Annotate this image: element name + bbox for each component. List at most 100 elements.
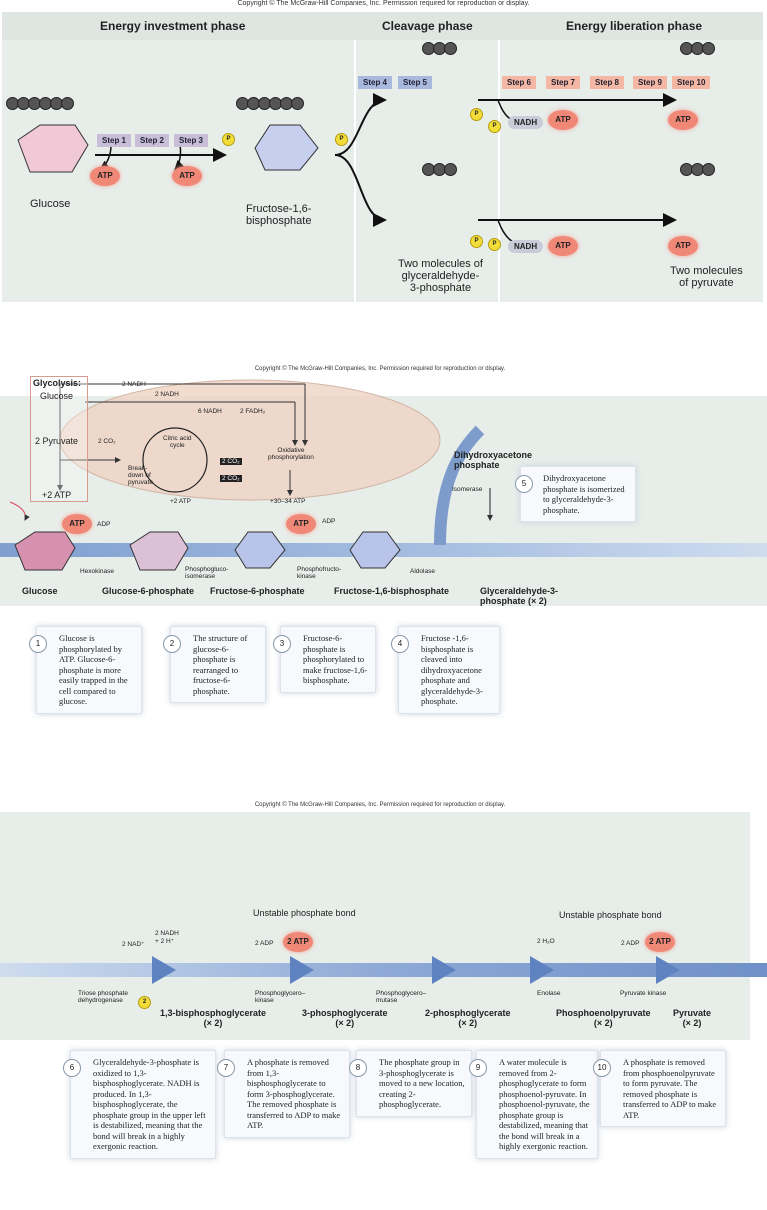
- label-adp: ADP: [97, 521, 111, 528]
- phosphate-icon: 2: [138, 996, 151, 1009]
- inset-co2-a: 2 CO₂: [98, 438, 116, 445]
- panel2-molecules: [14, 531, 401, 571]
- inset-oxphos: Oxidative phosphorylation: [268, 447, 314, 461]
- inset-atp-2: +2 ATP: [170, 498, 192, 505]
- panel3-arrows: [152, 956, 680, 984]
- step-number: 3: [273, 635, 291, 653]
- enzyme-pgk: Phosphoglycero– kinase: [255, 990, 306, 1004]
- step-text: Dihydroxyacetone phosphate is isomerized…: [543, 473, 625, 515]
- step-card-7: 7 A phosphate is removed from 1,3-bispho…: [217, 1050, 350, 1138]
- carbon-chain-pyr-bottom: [680, 163, 715, 181]
- step-text: Glyceraldehyde-3-phosphate is oxidized t…: [93, 1057, 206, 1151]
- enzyme-pk: Pyruvate kinase: [620, 990, 667, 997]
- enzyme-pgm: Phosphoglycero– mutase: [376, 990, 427, 1004]
- step-number: 4: [391, 635, 409, 653]
- label-2pg: 2-phosphoglycerate (× 2): [425, 1008, 511, 1028]
- step-number: 6: [63, 1059, 81, 1077]
- atp-badge: 2 ATP: [283, 932, 313, 952]
- label-unstable-bond: Unstable phosphate bond: [253, 908, 356, 918]
- inset-atp: +2 ATP: [42, 490, 72, 500]
- step-card-6: 6 Glyceraldehyde-3-phosphate is oxidized…: [63, 1050, 216, 1159]
- phase-header-bar: [2, 12, 763, 40]
- label-bpg: 1,3-bisphosphoglycerate (× 2): [160, 1008, 267, 1028]
- panel2-arrows: [9, 379, 493, 546]
- step-text: The structure of glucose-6-phosphate is …: [193, 633, 248, 696]
- step-text: The phosphate group in 3-phosphoglycerat…: [379, 1057, 465, 1109]
- glycolysis-inset: [30, 376, 88, 502]
- atp-badge: ATP: [668, 236, 698, 256]
- enzyme-isomerase: Phosphogluco- isomerase: [185, 566, 229, 580]
- panel-steps-6-10: [0, 812, 750, 1040]
- divider-2: [498, 40, 500, 302]
- carbon-chain-g3p-top: [422, 42, 457, 60]
- phosphate-icon: P: [470, 235, 483, 248]
- phase-investment: Energy investment phase: [100, 19, 246, 33]
- step-number: 7: [217, 1059, 235, 1077]
- inset-breakdown: Break- down of pyruvate: [128, 465, 153, 486]
- enzyme-pfk: Phosphofructo- kinase: [297, 566, 342, 580]
- step-text: A water molecule is removed from 2-phosp…: [499, 1057, 590, 1151]
- phosphate-count: 2: [142, 999, 147, 1005]
- phosphate-icon: P: [222, 133, 235, 146]
- label-g3p: Two molecules of glyceraldehyde- 3-phosp…: [398, 258, 483, 294]
- step-card-9: 9 A water molecule is removed from 2-pho…: [469, 1050, 598, 1159]
- atp-badge: ATP: [286, 514, 316, 534]
- step-card-2: 2 The structure of glucose-6-phosphate i…: [163, 626, 266, 703]
- inset-nadh-6: 6 NADH: [198, 408, 222, 415]
- label-nad: 2 NAD⁺: [122, 941, 145, 948]
- step-text: Glucose is phosphorylated by ATP. Glucos…: [59, 633, 128, 706]
- nadh-badge: NADH: [508, 240, 544, 253]
- enzyme-enolase: Enolase: [537, 990, 561, 997]
- inset-nadh-2: 2 NADH: [155, 391, 179, 398]
- nadh-badge: NADH: [508, 116, 544, 129]
- enzyme-triose: Triose phosphate dehydrogenase: [78, 990, 128, 1004]
- atp-badge: ATP: [62, 514, 92, 534]
- step-card-8: 8 The phosphate group in 3-phosphoglycer…: [349, 1050, 472, 1117]
- step-5: Step 5: [398, 76, 433, 89]
- phosphate-icon: P: [335, 133, 348, 146]
- label-nadh: 2 NADH + 2 H⁺: [155, 930, 179, 945]
- step-card-5: 5 Dihydroxyacetone phosphate is isomeriz…: [515, 466, 636, 522]
- label-glucose: Glucose: [22, 586, 58, 596]
- step-number: 5: [515, 475, 533, 493]
- phase-cleavage: Cleavage phase: [382, 19, 473, 33]
- atp-badge: ATP: [548, 236, 578, 256]
- label-pep: Phosphoenolpyruvate (× 2): [556, 1008, 651, 1028]
- inset-citric-acid-cycle: Citric acid cycle: [163, 435, 192, 449]
- step-4: Step 4: [358, 76, 393, 89]
- enzyme-hexokinase: Hexokinase: [80, 568, 114, 575]
- label-fructose-bisphosphate: Fructose-1,6- bisphosphate: [246, 203, 312, 227]
- panel-overview: [2, 12, 763, 302]
- step-number: 1: [29, 635, 47, 653]
- step-text: Fructose -1,6-bisphosphate is cleaved in…: [421, 633, 483, 706]
- step-2: Step 2: [135, 134, 170, 147]
- label-h2o: 2 H₂O: [537, 938, 555, 945]
- label-glucose: Glucose: [30, 198, 71, 210]
- inset-co2-c: 2 CO₂: [220, 475, 242, 482]
- step-number: 10: [593, 1059, 611, 1077]
- inset-nadh-1: 2 NADH: [122, 381, 146, 388]
- step-text: A phosphate is removed from 1,3-bisphosp…: [247, 1057, 341, 1130]
- phosphate-icon: P: [488, 120, 501, 133]
- step-card-10: 10 A phosphate is removed from phosphoen…: [593, 1050, 726, 1127]
- carbon-chain-glucose: [6, 97, 74, 115]
- inset-pyruvate: 2 Pyruvate: [35, 436, 79, 446]
- label-3pg: 3-phosphoglycerate (× 2): [302, 1008, 388, 1028]
- step-7: Step 7: [546, 76, 581, 89]
- label-adp: 2 ADP: [255, 940, 274, 947]
- label-f6p: Fructose-6-phosphate: [210, 586, 305, 596]
- copyright-3: Copyright © The McGraw-Hill Companies, I…: [254, 802, 506, 808]
- enzyme-isomerase-2: Isomerase: [452, 486, 483, 493]
- divider-1: [354, 40, 356, 302]
- pathway-band-2: [0, 963, 767, 977]
- label-pyruvate: Two molecules of pyruvate: [670, 265, 743, 289]
- step-card-4: 4 Fructose -1,6-bisphosphate is cleaved …: [391, 626, 500, 714]
- inset-co2-b: 2 CO₂: [220, 458, 242, 465]
- label-adp: ADP: [322, 518, 336, 525]
- step-card-1: 1 Glucose is phosphorylated by ATP. Gluc…: [29, 626, 142, 714]
- step-card-3: 3 Fructose-6-phosphate is phosphorylated…: [273, 626, 376, 693]
- label-g3p: Glyceraldehyde-3- phosphate (× 2): [480, 586, 559, 606]
- step-3: Step 3: [174, 134, 209, 147]
- step-1: Step 1: [97, 134, 132, 147]
- step-10: Step 10: [672, 76, 711, 89]
